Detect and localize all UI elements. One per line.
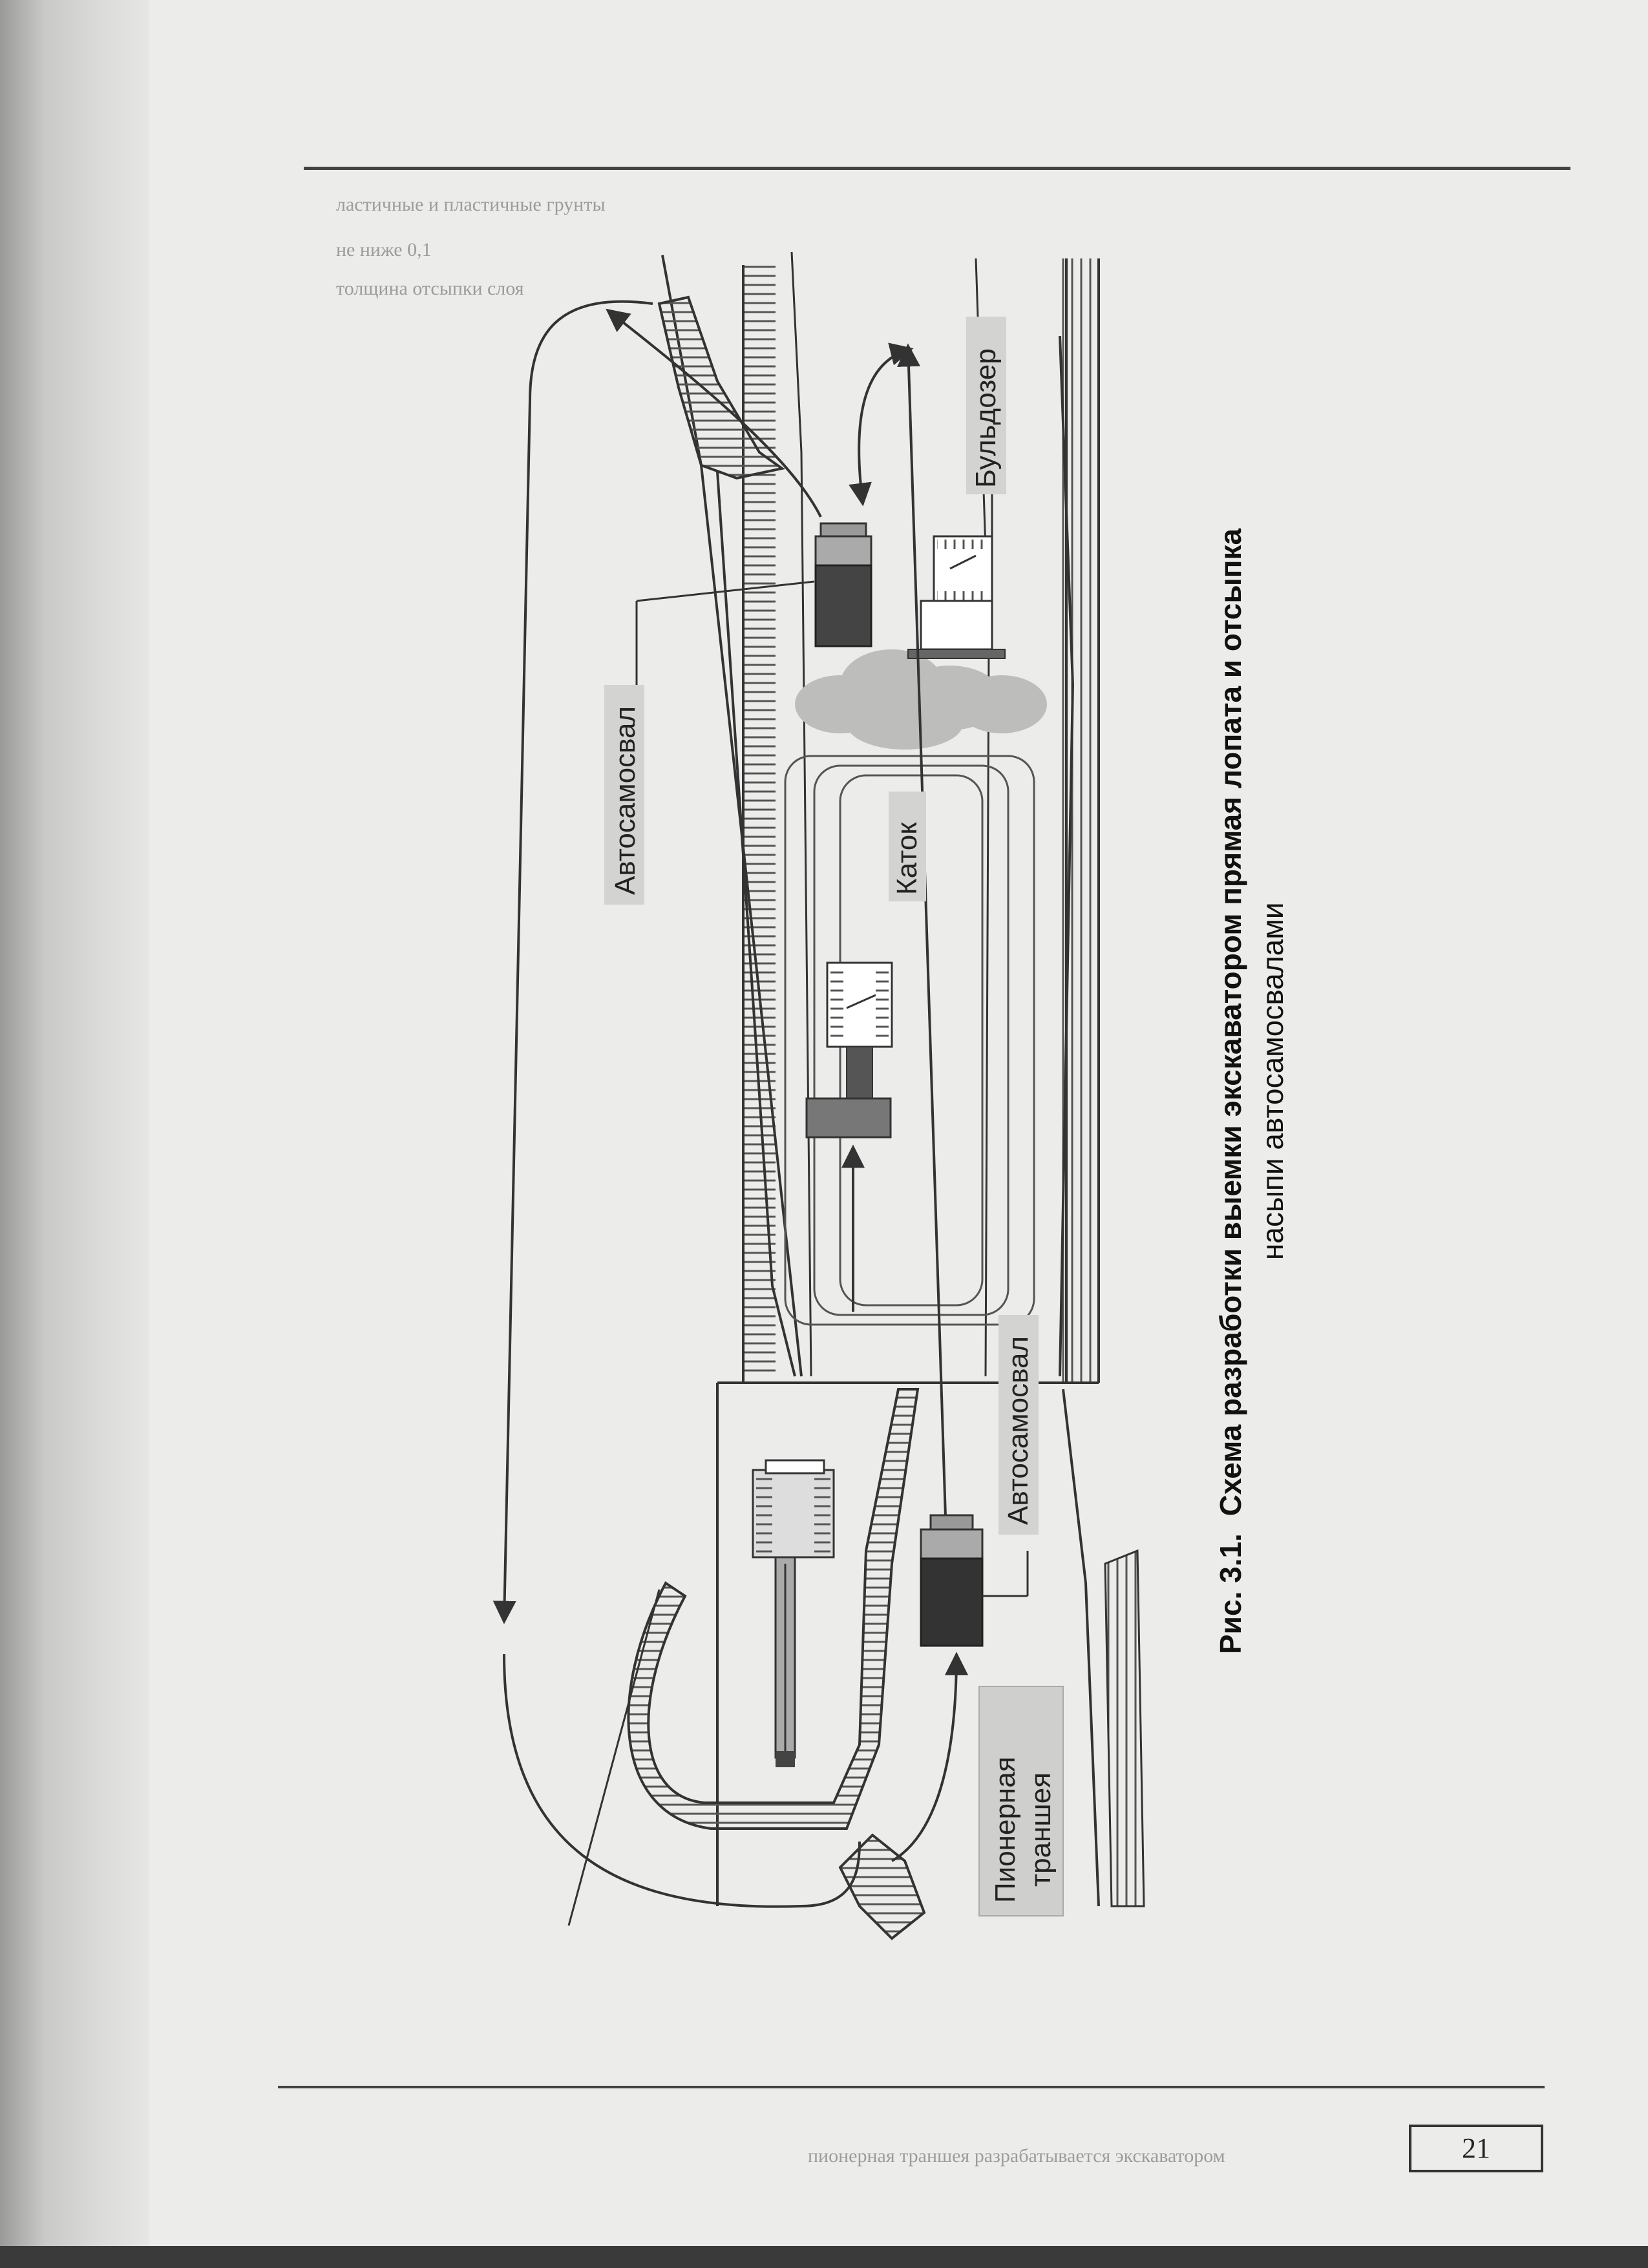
- label-pioneer-trench-2: траншея: [1025, 1772, 1057, 1887]
- roller-track-mid: [813, 764, 1009, 1316]
- route-arrow-bulldozer: [849, 342, 914, 507]
- bulldozer-machine: [907, 535, 1006, 659]
- bleed-text-2: не ниже 0,1: [336, 239, 432, 260]
- label-box-dump-truck-top: Автосамосвал: [604, 685, 644, 905]
- dump-truck-bottom: [920, 1514, 984, 1647]
- route-arrow-truck-return: [897, 343, 948, 1558]
- label-dump-truck-top: Автосамосвал: [609, 706, 641, 895]
- bleed-text-4: пионерная траншея разрабатывается экскав…: [808, 2145, 1225, 2167]
- dump-truck-top: [814, 522, 872, 647]
- figure-caption: Рис. 3.1. Схема разработки выемки экскав…: [1214, 529, 1247, 1654]
- embankment-edge-left-outer: [716, 471, 796, 1377]
- label-dump-truck-bottom: Автосамосвал: [1002, 1336, 1034, 1525]
- excavator-machine: [752, 1459, 835, 1767]
- route-loop-bottom: [503, 1654, 861, 1908]
- roller-machine: [805, 961, 893, 1139]
- label-box-roller: Каток: [889, 792, 926, 901]
- roller-track-outer: [784, 755, 1035, 1326]
- cut-outer-edge-right: [1062, 1389, 1100, 1907]
- bleed-text-1: ластичные и пластичные грунты: [336, 194, 606, 215]
- label-roller: Каток: [891, 822, 923, 895]
- embankment-edge-right-inner: [790, 251, 812, 1377]
- footer-rule: [278, 2086, 1545, 2088]
- figure-caption-line1: Схема разработки выемки экскаватором пря…: [1214, 529, 1247, 1517]
- embankment-entry-ramp: [657, 295, 785, 480]
- route-truck-to-excavator: [891, 1652, 968, 1862]
- label-box-bulldozer: Бульдозер: [966, 317, 1006, 494]
- cut-slope-hatch: [627, 1388, 920, 1830]
- scanner-bottom-edge: [0, 2246, 1648, 2268]
- label-bulldozer: Бульдозер: [970, 348, 1002, 488]
- header-rule: [304, 167, 1570, 170]
- embankment-left-slope: [743, 265, 798, 1376]
- route-arrow-to-entry: [606, 308, 822, 518]
- cut-outer-slope-hatch: [1104, 1549, 1145, 1907]
- figure-caption-line2: насыпи автосамосвалами: [1256, 902, 1289, 1260]
- bleed-text-3: толщина отсыпки слоя: [336, 278, 524, 299]
- route-loop-left: [492, 300, 653, 1624]
- figure-caption-number: Рис. 3.1.: [1214, 1533, 1247, 1654]
- book-spine-shadow: [0, 0, 149, 2268]
- label-pioneer-trench-1: Пионерная: [989, 1756, 1021, 1903]
- cut-exit-ramp: [838, 1833, 926, 1940]
- page-number: 21: [1409, 2125, 1543, 2172]
- label-box-dump-truck-bottom: Автосамосвал: [998, 1315, 1039, 1535]
- label-box-pioneer-trench: Пионерная траншея: [978, 1686, 1064, 1916]
- embankment-edge-right: [1059, 335, 1075, 1377]
